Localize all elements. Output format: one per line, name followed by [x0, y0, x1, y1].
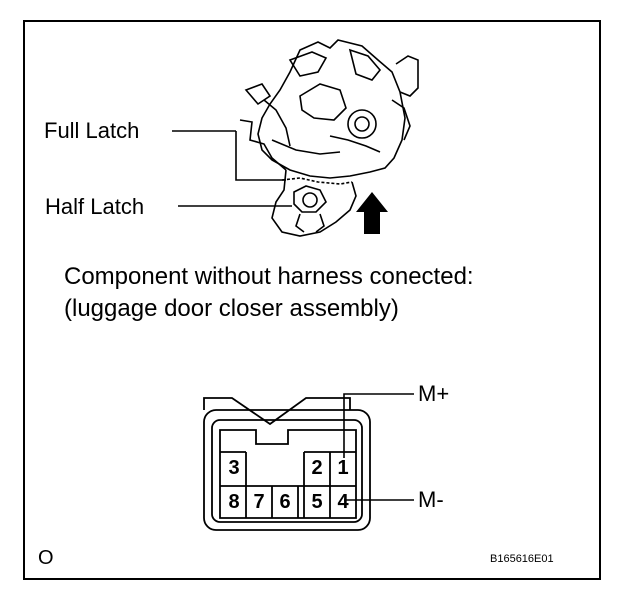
- pin-4: 4: [337, 491, 349, 513]
- pin-3: 3: [228, 457, 240, 479]
- terminal-m-plus-label: M+: [418, 381, 450, 406]
- figure-frame: [23, 20, 601, 580]
- full-latch-label: Full Latch: [44, 118, 140, 143]
- pin-2: 2: [311, 457, 323, 479]
- pin-5: 5: [311, 491, 323, 513]
- m-plus-leader: [343, 393, 414, 458]
- pin-6: 6: [279, 491, 291, 513]
- terminal-m-minus-label: M-: [418, 487, 444, 512]
- caption-line-1: Component without harness conected:: [64, 263, 474, 290]
- full-latch-leader-2: [235, 131, 286, 181]
- pin-8: 8: [228, 491, 240, 513]
- half-latch-label: Half Latch: [45, 194, 145, 219]
- footer-mark: O: [38, 547, 54, 569]
- figure-code: B165616E01: [490, 553, 554, 565]
- pin-7: 7: [253, 491, 265, 513]
- pin-1: 1: [337, 457, 349, 479]
- up-arrow-icon: [356, 192, 388, 234]
- caption-line-2: (luggage door closer assembly): [64, 295, 399, 322]
- connector-drawing: [203, 397, 371, 531]
- latch-assembly-drawing: [239, 39, 419, 237]
